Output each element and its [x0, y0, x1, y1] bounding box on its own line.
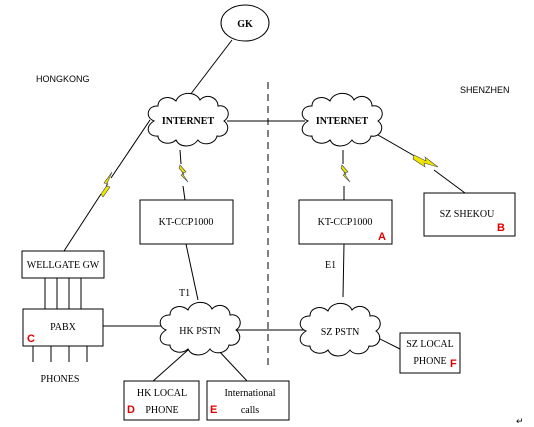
- sz-local-line2: PHONE: [413, 356, 446, 367]
- link-e1-label: E1: [325, 260, 336, 271]
- wireless-links: [63, 119, 466, 252]
- sz-gateway-label: KT-CCP1000: [318, 217, 373, 228]
- hk-pstn-cloud: HK PSTN: [159, 301, 241, 356]
- paragraph-mark: ↵: [516, 416, 524, 426]
- sz-local-line1: SZ LOCAL: [406, 339, 454, 350]
- line-hkpstn-hklocal: [151, 349, 189, 383]
- international-calls-box: International calls E: [206, 380, 290, 421]
- sz-gateway-box: KT-CCP1000 A: [298, 199, 393, 245]
- line-hkgw-internet: [182, 185, 186, 201]
- internet-right-label: INTERNET: [316, 116, 369, 127]
- sz-shekou-marker: B: [497, 222, 505, 234]
- line-shekou-internet: [377, 134, 419, 159]
- wellgate-gw-box: WELLGATE GW: [21, 250, 105, 279]
- hk-pstn-label: HK PSTN: [179, 326, 220, 337]
- sz-pstn-cloud: SZ PSTN: [299, 302, 381, 357]
- hk-gateway-box: KT-CCP1000: [139, 199, 234, 245]
- pabx-marker: C: [27, 333, 35, 345]
- line-szgw-szpstn: [342, 243, 345, 298]
- line-gk-internet-left: [189, 39, 233, 96]
- hk-local-line1: HK LOCAL: [137, 388, 187, 399]
- hk-local-marker: D: [127, 404, 135, 416]
- sz-local-phone-box: SZ LOCAL PHONE F: [399, 332, 461, 374]
- lightning-icon: [412, 154, 439, 168]
- gk-label: GK: [237, 19, 253, 30]
- pabx-box: PABX C: [22, 308, 104, 347]
- lightning-icon: [178, 164, 189, 183]
- gk-ellipse: [220, 4, 270, 42]
- line-wellgate-internet-upper: [110, 119, 151, 179]
- gatekeeper-node: GK: [220, 4, 270, 42]
- international-marker: E: [210, 404, 217, 416]
- internet-cloud-right: INTERNET: [301, 92, 383, 147]
- hk-local-phone-box: HK LOCAL PHONE D: [123, 380, 200, 421]
- phones-label: PHONES: [41, 374, 80, 385]
- sz-local-marker: F: [450, 358, 457, 370]
- lightning-icon: [100, 171, 113, 198]
- lightning-icon: [340, 164, 351, 183]
- sz-pstn-label: SZ PSTN: [321, 327, 360, 338]
- line-hkgw-hkpstn: [185, 243, 199, 301]
- international-line1: International: [224, 388, 275, 399]
- wellgate-label: WELLGATE GW: [27, 260, 100, 271]
- sz-shekou-box: SZ SHEKOU B: [423, 192, 516, 237]
- hk-local-line2: PHONE: [145, 405, 178, 416]
- line-shekou-internet-lower: [433, 169, 466, 194]
- region-hongkong-label: HONGKONG: [36, 74, 90, 84]
- region-shenzhen-label: SHENZHEN: [460, 85, 510, 95]
- hk-gateway-label: KT-CCP1000: [159, 217, 214, 228]
- link-t1-label: T1: [179, 288, 190, 299]
- sz-shekou-label: SZ SHEKOU: [440, 209, 496, 220]
- line-wellgate-internet: [63, 193, 102, 252]
- sz-gateway-marker: A: [378, 231, 386, 243]
- internet-left-label: INTERNET: [162, 116, 215, 127]
- international-line2: calls: [241, 405, 259, 416]
- line-hkgw-internet-upper: [179, 149, 182, 165]
- internet-cloud-left: INTERNET: [147, 92, 229, 147]
- line-hkpstn-intl: [217, 349, 249, 383]
- pabx-label: PABX: [50, 322, 77, 333]
